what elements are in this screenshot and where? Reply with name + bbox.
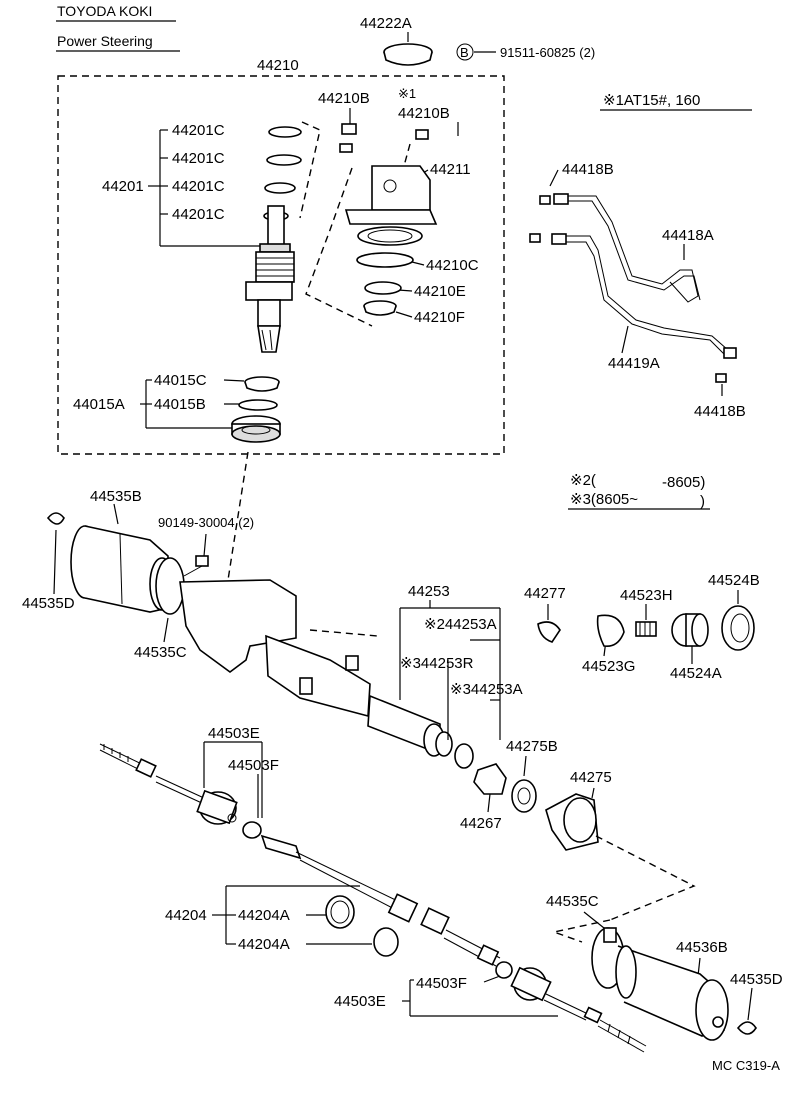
note-1-model: ※1AT15#, 160 bbox=[603, 92, 700, 109]
part-44222A-seal bbox=[383, 43, 433, 66]
part-44503F-a-washer bbox=[242, 821, 262, 839]
label-44253A-2: ※244253A bbox=[424, 616, 497, 633]
part-tie-rod-lower bbox=[495, 961, 647, 1053]
label-44253: 44253 bbox=[408, 583, 450, 600]
part-44524A-plug bbox=[671, 613, 709, 647]
note-2-mark: ※2( bbox=[570, 472, 596, 489]
label-44536B: 44536B bbox=[676, 939, 728, 956]
part-tie-rod-upper bbox=[99, 743, 205, 805]
label-44201: 44201 bbox=[102, 178, 144, 195]
part-44535B-boot bbox=[70, 525, 175, 613]
part-44524B-locknut bbox=[721, 605, 755, 651]
part-44536B-boot bbox=[615, 945, 729, 1041]
part-44418A-pipe bbox=[553, 193, 701, 303]
label-44211: 44211 bbox=[430, 161, 471, 178]
part-44210E-ring bbox=[364, 281, 402, 295]
label-44015C: 44015C bbox=[154, 372, 207, 389]
label-44503F-b: 44503F bbox=[416, 975, 467, 992]
label-44201C-4: 44201C bbox=[172, 206, 225, 223]
part-44535D-a-clip bbox=[46, 512, 65, 525]
label-44418A: 44418A bbox=[662, 227, 714, 244]
part-44419A-pipe bbox=[529, 233, 737, 359]
label-44210F: 44210F bbox=[414, 309, 465, 326]
diagram-code: MC C319-A bbox=[712, 1058, 780, 1073]
label-44524B: 44524B bbox=[708, 572, 760, 589]
part-44503E-a-clamp bbox=[196, 789, 238, 825]
label-44204: 44204 bbox=[165, 907, 207, 924]
label-44201C-3: 44201C bbox=[172, 178, 225, 195]
part-rack-housing bbox=[179, 579, 453, 757]
part-44523H-spring bbox=[635, 621, 657, 637]
label-44277: 44277 bbox=[524, 585, 566, 602]
label-44210B-b: 44210B bbox=[398, 105, 450, 122]
label-44535D-b: 44535D bbox=[730, 971, 783, 988]
label-44210B-a: 44210B bbox=[318, 90, 370, 107]
part-rack-bar bbox=[260, 834, 501, 967]
part-90149-bolt bbox=[183, 555, 209, 577]
label-44201C-1: 44201C bbox=[172, 122, 225, 139]
note-2-range: -8605) bbox=[662, 474, 705, 491]
group-title: Power Steering bbox=[57, 33, 153, 49]
part-44210C-oring bbox=[356, 252, 414, 268]
label-90149-30004: 90149-30004 (2) bbox=[158, 515, 254, 530]
note-mark-1: ※1 bbox=[398, 86, 416, 101]
label-44253R-3: ※344253R bbox=[400, 655, 474, 672]
label-44210: 44210 bbox=[257, 57, 299, 74]
part-44015B-ring bbox=[238, 399, 278, 411]
part-44204A-cap bbox=[373, 927, 399, 957]
label-44535C-b: 44535C bbox=[546, 893, 599, 910]
label-44253A-3: ※344253A bbox=[450, 681, 523, 698]
part-44275B-bearing bbox=[511, 779, 537, 813]
label-91511-60825: 91511-60825 (2) bbox=[500, 45, 595, 60]
maker-title: TOYODA KOKI bbox=[57, 3, 152, 19]
label-44535D-a: 44535D bbox=[22, 595, 75, 612]
label-44267: 44267 bbox=[460, 815, 502, 832]
part-44211-housing bbox=[344, 165, 438, 246]
label-44210C: 44210C bbox=[426, 257, 479, 274]
label-44275: 44275 bbox=[570, 769, 612, 786]
part-44253A-seal bbox=[454, 743, 474, 769]
part-44204A-bushing bbox=[325, 895, 355, 929]
part-44210F-seal bbox=[363, 300, 397, 316]
label-44419A: 44419A bbox=[608, 355, 660, 372]
part-44277-guide bbox=[537, 621, 561, 643]
label-44015A: 44015A bbox=[73, 396, 125, 413]
label-44503E-a: 44503E bbox=[208, 725, 260, 742]
svg-text:B: B bbox=[460, 45, 469, 60]
part-44210B-nuts bbox=[339, 123, 429, 153]
label-44015B: 44015B bbox=[154, 396, 206, 413]
label-44535C-a: 44535C bbox=[134, 644, 187, 661]
label-44275B: 44275B bbox=[506, 738, 558, 755]
part-44523G-yoke bbox=[596, 614, 625, 648]
part-44418B-a-nut bbox=[539, 195, 551, 205]
label-44204A-2: 44204A bbox=[238, 936, 290, 953]
label-44523H: 44523H bbox=[620, 587, 673, 604]
part-44418B-b-nut bbox=[715, 373, 727, 383]
label-44201C-2: 44201C bbox=[172, 150, 225, 167]
part-44267-nut bbox=[473, 763, 507, 795]
bolt-marker-b: B bbox=[456, 43, 474, 61]
label-44204A-1: 44204A bbox=[238, 907, 290, 924]
label-44210E: 44210E bbox=[414, 283, 466, 300]
part-44275-housing-end bbox=[545, 793, 599, 851]
label-44418B-b: 44418B bbox=[694, 403, 746, 420]
label-44503F-a: 44503F bbox=[228, 757, 279, 774]
part-44015C-seal bbox=[244, 376, 280, 392]
label-44503E-b: 44503E bbox=[334, 993, 386, 1010]
label-44535B: 44535B bbox=[90, 488, 142, 505]
label-44418B-a: 44418B bbox=[562, 161, 614, 178]
part-44015A-bearing bbox=[231, 415, 281, 443]
note-3-close: ) bbox=[700, 493, 705, 510]
part-44535D-b-clip bbox=[736, 1021, 757, 1035]
label-44523G: 44523G bbox=[582, 658, 635, 675]
label-44524A: 44524A bbox=[670, 665, 722, 682]
part-44201-pinion-shaft bbox=[245, 205, 295, 353]
note-3-mark: ※3(8605~ bbox=[570, 491, 638, 508]
label-44222A: 44222A bbox=[360, 15, 412, 32]
